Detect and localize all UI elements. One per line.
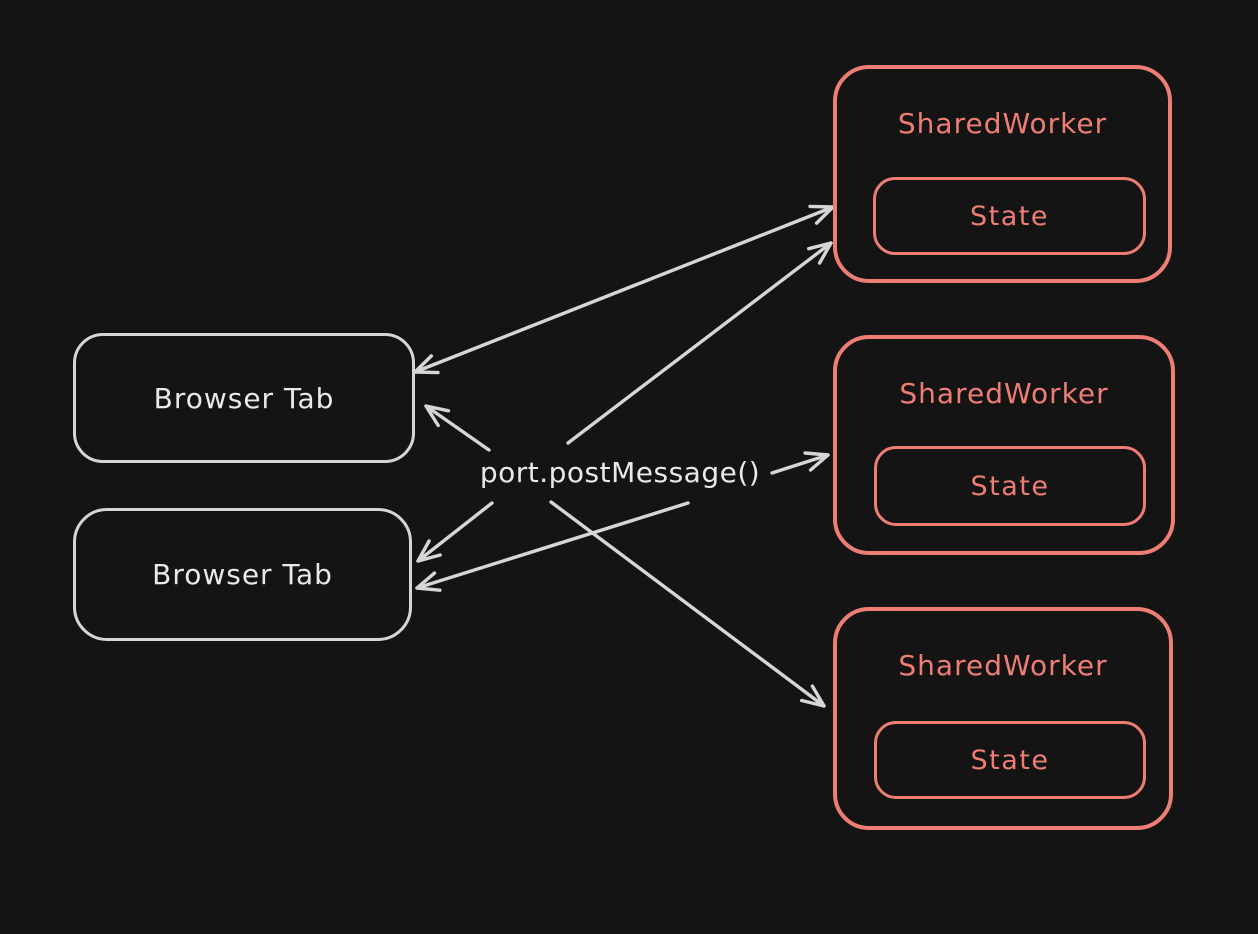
- state-2-label: State: [970, 470, 1050, 502]
- arrowhead: [415, 571, 442, 592]
- arrowhead: [413, 354, 440, 375]
- arrow-label-worker1[interactable]: [566, 241, 833, 445]
- node-state-3[interactable]: State: [874, 721, 1146, 799]
- node-shared-worker-3[interactable]: SharedWorker State: [833, 607, 1173, 830]
- browser-tab-1-label: Browser Tab: [153, 381, 335, 415]
- arrowhead: [807, 241, 833, 265]
- shared-worker-3-label: SharedWorker: [898, 649, 1108, 682]
- arrowhead: [803, 451, 830, 472]
- arrow-label-worker2[interactable]: [770, 453, 830, 475]
- arrow-label-tab1[interactable]: [424, 404, 491, 452]
- arrowhead: [424, 404, 451, 428]
- browser-tab-2-label: Browser Tab: [152, 558, 333, 591]
- node-state-1[interactable]: State: [873, 177, 1146, 255]
- node-shared-worker-2[interactable]: SharedWorker State: [833, 335, 1175, 555]
- arrowhead: [416, 539, 442, 563]
- arrow-label-tab2-upper[interactable]: [416, 501, 494, 563]
- node-shared-worker-1[interactable]: SharedWorker State: [833, 65, 1172, 283]
- arrow-label-tab2-lower[interactable]: [415, 501, 690, 590]
- shared-worker-1-label: SharedWorker: [897, 107, 1108, 140]
- center-label[interactable]: port.postMessage(): [479, 456, 761, 489]
- node-browser-tab-2[interactable]: Browser Tab: [73, 508, 412, 641]
- arrow-label-worker3[interactable]: [549, 500, 826, 708]
- state-3-label: State: [970, 744, 1050, 776]
- arrow-tab1-worker1[interactable]: [413, 205, 835, 374]
- state-1-label: State: [970, 200, 1049, 232]
- shared-worker-2-label: SharedWorker: [899, 377, 1109, 410]
- node-state-2[interactable]: State: [874, 446, 1146, 526]
- arrowhead: [800, 684, 826, 708]
- node-browser-tab-1[interactable]: Browser Tab: [73, 333, 415, 463]
